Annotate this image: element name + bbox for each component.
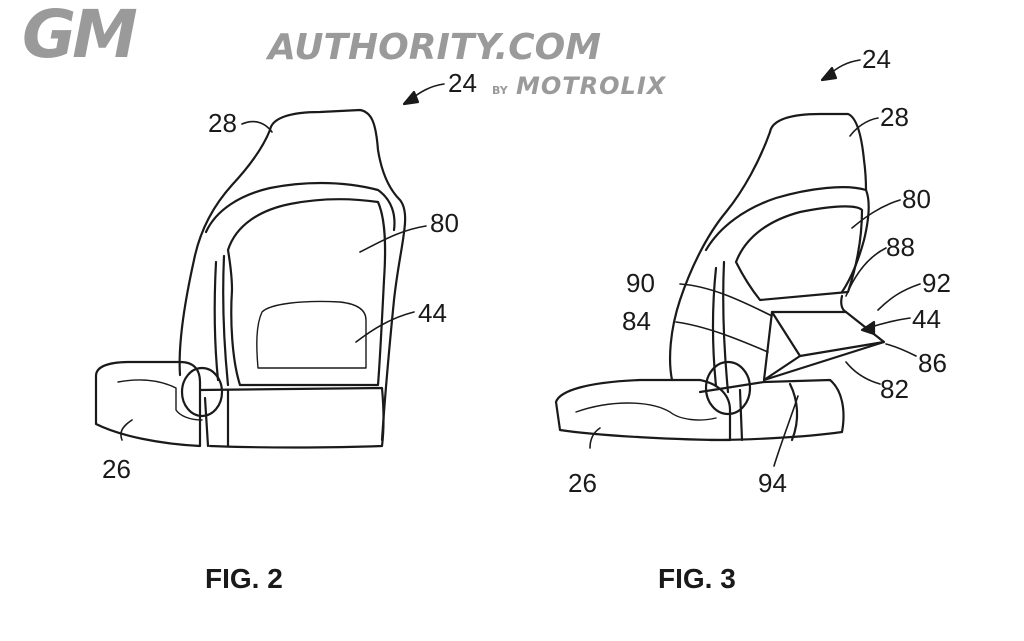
fig3-bag-upper xyxy=(770,310,886,358)
fig3-label-82: 82 xyxy=(880,374,909,404)
fig3-leader-92 xyxy=(877,283,921,311)
fig3-cushion-line xyxy=(575,402,717,421)
fig3-arrow-24 xyxy=(820,66,838,82)
fig2-leader-80 xyxy=(359,225,427,253)
fig3-label-90: 90 xyxy=(626,268,655,298)
fig3-arrow-44 xyxy=(860,320,876,336)
fig3-leader-86 xyxy=(885,343,917,357)
fig3-label-28: 28 xyxy=(880,102,909,132)
fig3-leader-84 xyxy=(675,321,769,353)
fig3-seat-drawing xyxy=(554,59,921,467)
fig3-label-80: 80 xyxy=(902,184,931,214)
fig2-label-26: 26 xyxy=(102,454,131,484)
fig2-arrow-24 xyxy=(402,90,420,106)
fig3-leader-82 xyxy=(845,361,881,385)
fig3-leader-94 xyxy=(773,395,799,467)
fig3-label-84: 84 xyxy=(622,306,651,336)
fig3-leader-90 xyxy=(679,283,773,317)
fig3-caption: FIG. 3 xyxy=(658,563,736,594)
fig3-label-94: 94 xyxy=(758,468,787,498)
fig3-label-86: 86 xyxy=(918,348,947,378)
fig2-label-80: 80 xyxy=(430,208,459,238)
fig3-label-88: 88 xyxy=(886,232,915,262)
fig3-recline-knob xyxy=(704,360,752,416)
fig3-side-line-2 xyxy=(722,260,730,394)
fig3-label-26: 26 xyxy=(568,468,597,498)
fig3-label-44: 44 xyxy=(912,304,941,334)
fig2-label-24: 24 xyxy=(448,68,477,98)
fig2-back-base xyxy=(198,386,385,449)
fig3-leader-26 xyxy=(589,427,601,449)
watermark-authority-text: AUTHORITY.COM xyxy=(268,27,602,68)
fig2-recline-knob xyxy=(180,366,224,418)
fig3-cushion xyxy=(554,378,732,442)
fig3-label-24: 24 xyxy=(862,44,891,74)
fig2-leader-28 xyxy=(241,120,273,133)
watermark-by-text: BY xyxy=(492,84,508,97)
fig2-headrest-left xyxy=(178,128,272,377)
fig3-base-vline-2 xyxy=(788,382,799,442)
fig3-bolster xyxy=(704,186,870,294)
fig2-seat-drawing xyxy=(94,83,445,449)
fig3-reference-numerals: 24 28 80 88 90 92 84 44 86 82 26 94 xyxy=(568,44,951,498)
fig2-seatback-outline xyxy=(268,108,407,442)
fig3-bag-84 xyxy=(762,354,802,382)
fig2-bolster xyxy=(204,181,396,234)
fig2-leader-44 xyxy=(355,311,415,343)
fig3-headrest xyxy=(768,112,868,192)
fig3-inner-back xyxy=(734,205,864,302)
fig3-label-92: 92 xyxy=(922,268,951,298)
fig2-cushion-line xyxy=(117,379,203,421)
fig3-leader-28 xyxy=(849,117,879,137)
watermark-motrolix-text: MOTROLIX xyxy=(516,72,667,100)
fig2-base-vline-2 xyxy=(203,396,210,448)
fig2-inner-back xyxy=(226,198,387,387)
watermark-gm-text: GM xyxy=(22,0,138,73)
fig2-label-44: 44 xyxy=(418,298,447,328)
fig3-leader-88 xyxy=(845,247,887,297)
fig2-label-28: 28 xyxy=(208,108,237,138)
fig3-side-line-1 xyxy=(711,266,718,388)
fig2-side-line-2 xyxy=(222,254,230,387)
fig2-lumbar-panel xyxy=(256,300,367,369)
fig2-side-line-1 xyxy=(213,260,220,382)
fig3-base-vline xyxy=(738,388,744,442)
fig2-reference-numerals: 24 28 80 44 26 xyxy=(102,68,477,484)
fig2-caption: FIG. 2 xyxy=(205,563,283,594)
fig2-cushion xyxy=(94,360,202,448)
fig3-panel-88 xyxy=(840,294,848,314)
fig3-seatback-left xyxy=(668,130,772,382)
fig3-leader-80 xyxy=(851,199,901,229)
fig2-leader-26 xyxy=(120,419,133,441)
